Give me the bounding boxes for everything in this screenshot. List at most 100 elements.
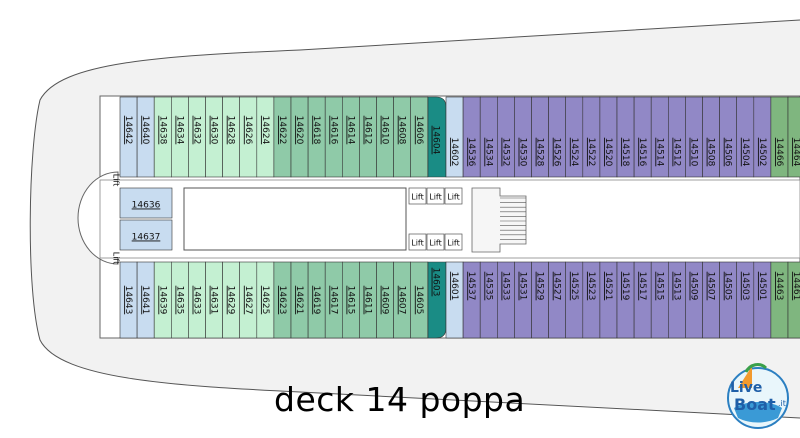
cabin-number: 14632	[191, 116, 201, 145]
cabin-14631: 14631	[205, 261, 223, 339]
cabin-14640: 14640	[136, 96, 155, 178]
cabin-14505: 14505	[719, 261, 737, 339]
cabin-number: 14531	[517, 272, 527, 301]
cabin-14527: 14527	[548, 261, 566, 339]
cabin-number: 14515	[654, 272, 664, 301]
cabin-number: 14463	[774, 272, 784, 301]
cabin-14625: 14625	[256, 261, 275, 339]
cabin-number: 14505	[723, 272, 733, 301]
lift: Lift	[444, 187, 463, 205]
cabin-14524: 14524	[565, 96, 584, 178]
cabin-14533: 14533	[496, 261, 515, 339]
cabin-14633: 14633	[188, 261, 206, 339]
cabin-14523: 14523	[582, 261, 601, 339]
cabin-number: 14512	[671, 138, 681, 167]
cabin-number: 14624	[260, 116, 270, 145]
cabin-number: 14608	[397, 116, 407, 145]
cabin-number: 14510	[688, 138, 698, 167]
cabin-14512: 14512	[667, 96, 686, 178]
cabin-14634: 14634	[171, 96, 189, 178]
liveboat-logo: Live Boat .it	[727, 363, 789, 429]
lift: Lift	[426, 233, 445, 251]
cabin-number: 14522	[586, 138, 596, 167]
central-void	[183, 187, 407, 251]
cabin-14509: 14509	[685, 261, 703, 339]
lift: Lift	[112, 252, 121, 265]
cabin-number: 14605	[414, 286, 424, 315]
lift-label: Lift	[447, 239, 460, 248]
cabin-number: 14639	[157, 286, 167, 315]
svg-text:Boat: Boat	[734, 395, 776, 414]
cabin-number: 14642	[123, 116, 133, 145]
lift: Lift	[408, 187, 427, 205]
cabin-14537: 14537	[462, 261, 481, 339]
cabin-14632: 14632	[188, 96, 206, 178]
cabin-14611: 14611	[359, 261, 377, 339]
cabin-number: 14532	[500, 138, 510, 167]
cabin-number: 14634	[174, 116, 184, 145]
cabin-14510: 14510	[685, 96, 703, 178]
cabin-14464: 14464	[787, 96, 800, 178]
cabin-14606: 14606	[410, 96, 429, 178]
cabin-14607: 14607	[393, 261, 412, 339]
lift: Lift	[444, 233, 463, 251]
cabin-14605: 14605	[410, 261, 429, 339]
lift-label: Lift	[112, 174, 121, 187]
cabin-14637: 14637	[119, 219, 173, 251]
cabin-14466: 14466	[770, 96, 789, 178]
cabin-number: 14626	[243, 116, 253, 145]
cabin-14520: 14520	[599, 96, 618, 178]
cabin-14506: 14506	[719, 96, 737, 178]
cabin-14621: 14621	[290, 261, 309, 339]
lift-label: Lift	[112, 252, 121, 265]
cabin-number: 14518	[620, 138, 630, 167]
cabin-14529: 14529	[531, 261, 549, 339]
cabin-number: 14514	[654, 138, 664, 167]
cabin-14535: 14535	[479, 261, 498, 339]
cabin-14531: 14531	[514, 261, 532, 339]
cabin-number: 14640	[140, 116, 150, 145]
cabin-number: 14609	[380, 286, 390, 315]
cabin-number: 14534	[483, 138, 493, 167]
cabin-number: 14503	[740, 272, 750, 301]
cabin-number: 14619	[311, 286, 321, 315]
cabin-number: 14517	[637, 272, 647, 301]
cabin-number: 14628	[226, 116, 236, 145]
cabin-14624: 14624	[256, 96, 275, 178]
cabin-14519: 14519	[616, 261, 635, 339]
deck-caption: deck 14 poppa	[274, 380, 526, 419]
cabin-14622: 14622	[273, 96, 292, 178]
cabin-14610: 14610	[376, 96, 394, 178]
cabin-14627: 14627	[239, 261, 258, 339]
cabin-14508: 14508	[702, 96, 720, 178]
cabin-14615: 14615	[341, 261, 360, 339]
cabin-number: 14526	[552, 138, 562, 167]
cabin-14643: 14643	[119, 261, 138, 339]
cabin-14636: 14636	[119, 187, 173, 219]
cabin-number: 14612	[362, 116, 372, 145]
cabin-14502: 14502	[753, 96, 772, 178]
cabin-number: 14603	[431, 268, 441, 297]
cabin-number: 14615	[345, 286, 355, 315]
cabin-14516: 14516	[633, 96, 652, 178]
cabin-number: 14528	[535, 138, 545, 167]
cabin-14515: 14515	[650, 261, 669, 339]
cabin-number: 14504	[740, 138, 750, 167]
cabin-14618: 14618	[307, 96, 326, 178]
cabin-number: 14622	[277, 116, 287, 145]
cabin-14608: 14608	[393, 96, 412, 178]
cabin-14532: 14532	[496, 96, 515, 178]
cabin-14604: 14604	[427, 96, 447, 178]
cabin-number: 14523	[586, 272, 596, 301]
cabin-14463: 14463	[770, 261, 789, 339]
cabin-14638: 14638	[153, 96, 172, 178]
cabin-14626: 14626	[239, 96, 258, 178]
cabin-number: 14524	[569, 138, 579, 167]
cabin-14619: 14619	[307, 261, 326, 339]
cabin-number: 14533	[500, 272, 510, 301]
cabin-number: 14610	[380, 116, 390, 145]
cabin-number: 14529	[535, 272, 545, 301]
cabin-14521: 14521	[599, 261, 618, 339]
